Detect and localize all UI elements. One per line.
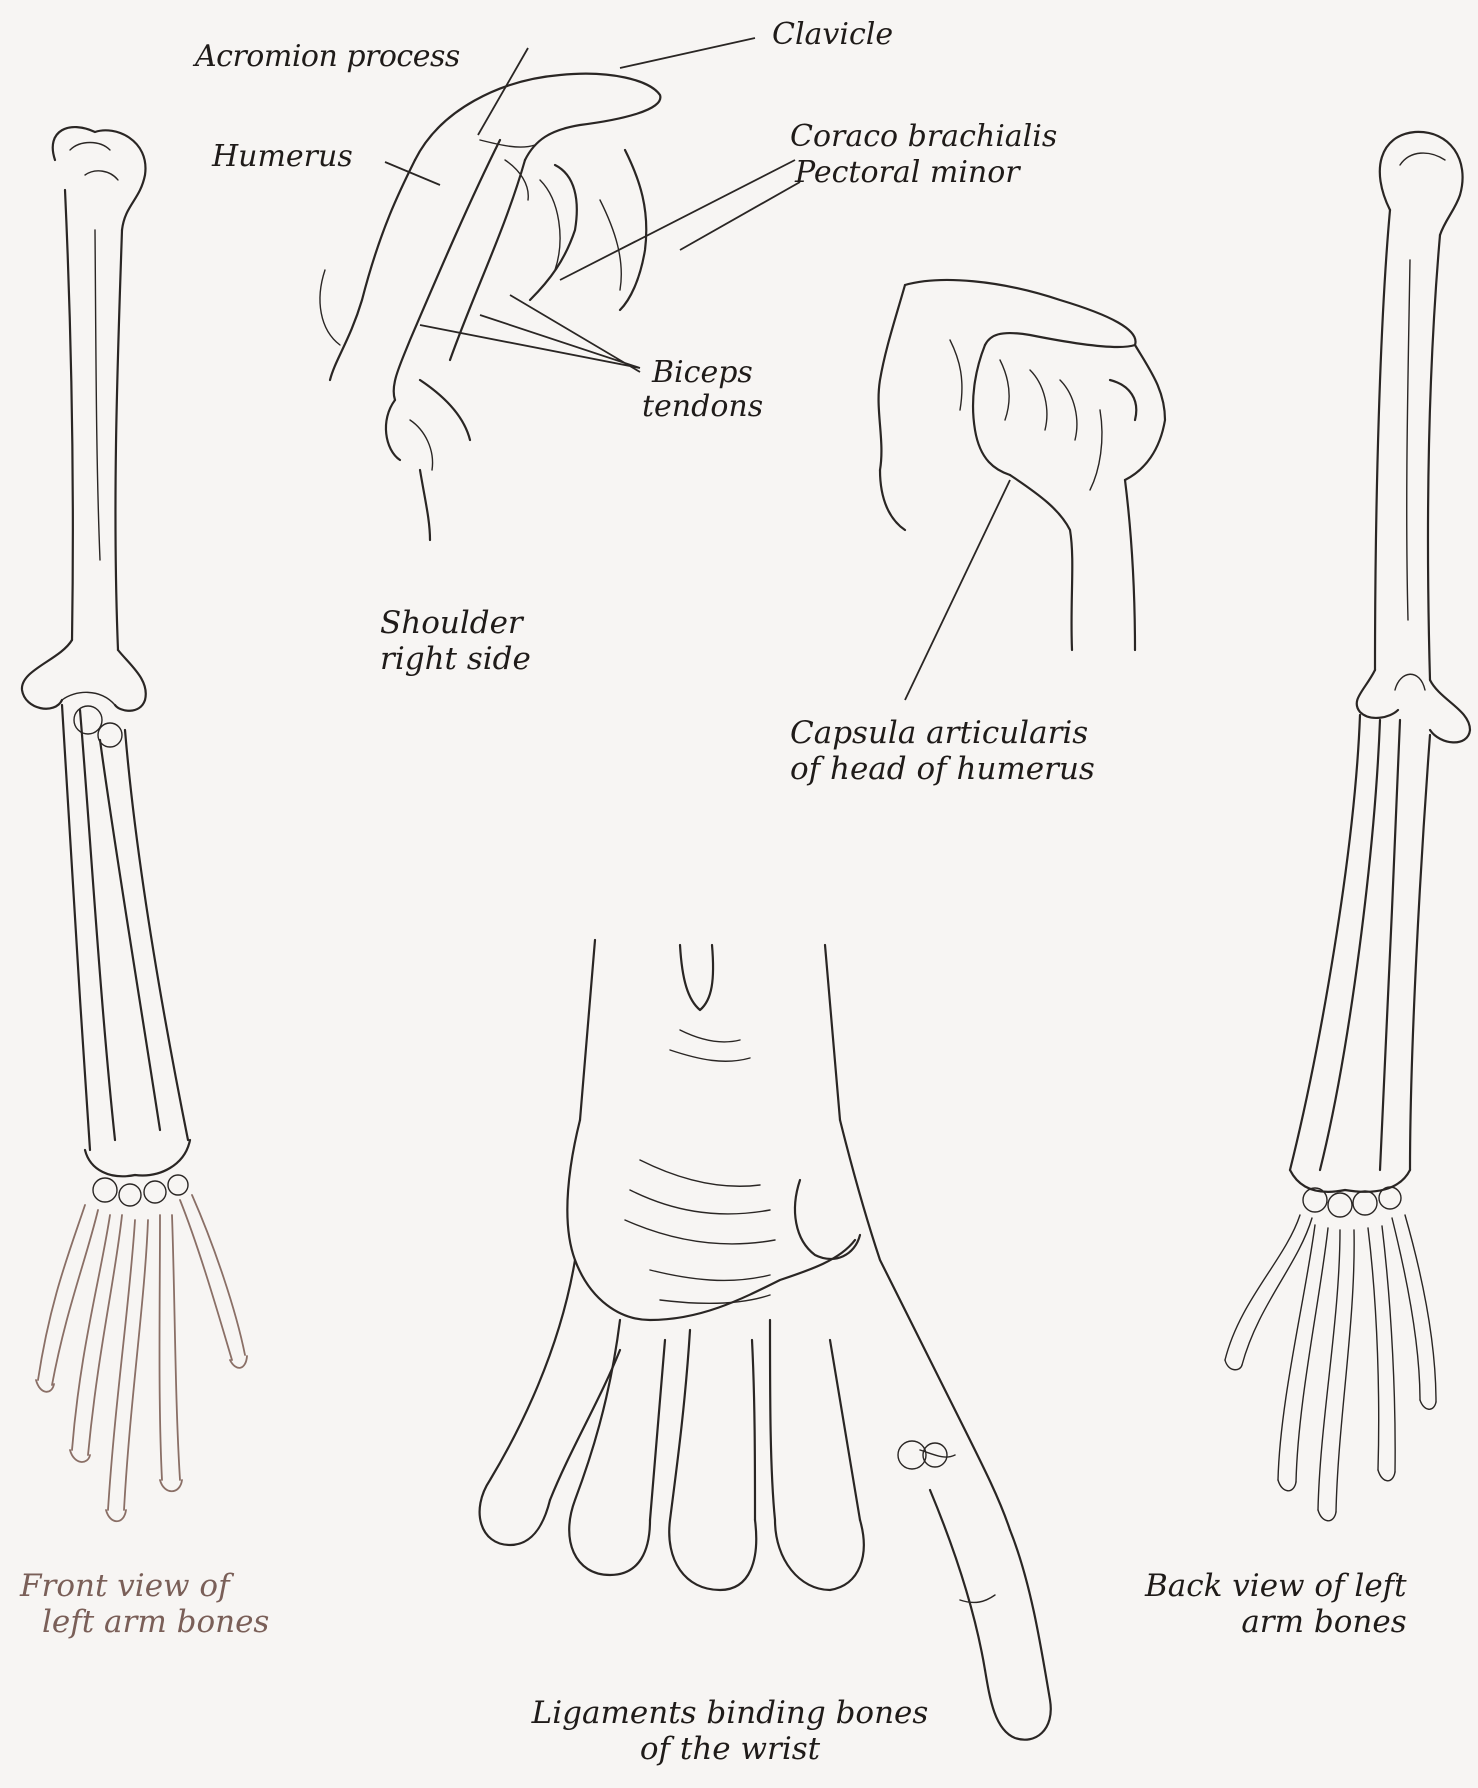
- pectoral-minor-label: Pectoral minor: [795, 156, 1020, 190]
- acromion-process-label: Acromion process: [195, 40, 460, 74]
- wrist-caption-line2: of the wrist: [460, 1731, 1000, 1767]
- capsula-articularis-drawing: [879, 280, 1165, 650]
- coraco-brachialis-label: Coraco brachialis: [790, 120, 1057, 154]
- capsule-caption-line1: Capsula articularis: [790, 715, 1095, 751]
- back-view-arm-bones-drawing: [1225, 132, 1470, 1521]
- tendons-label: tendons: [642, 390, 763, 424]
- capsule-caption: Capsula articularis of head of humerus: [790, 715, 1095, 787]
- back-view-caption-line1: Back view of left: [1145, 1568, 1407, 1604]
- clavicle-label: Clavicle: [772, 18, 893, 52]
- back-view-caption: Back view of left arm bones: [1145, 1568, 1407, 1640]
- biceps-label: Biceps: [652, 356, 753, 390]
- front-view-arm-bones-drawing: [22, 127, 247, 1521]
- back-view-caption-line2: arm bones: [1145, 1604, 1407, 1640]
- wrist-ligaments-drawing: [480, 940, 1051, 1740]
- capsule-caption-line2: of head of humerus: [790, 751, 1095, 787]
- front-view-caption: Front view of left arm bones: [20, 1568, 269, 1640]
- shoulder-caption-line1: Shoulder: [380, 605, 531, 641]
- humerus-label: Humerus: [212, 140, 353, 174]
- front-view-caption-line2: left arm bones: [20, 1604, 269, 1640]
- wrist-caption-line1: Ligaments binding bones: [460, 1695, 1000, 1731]
- shoulder-right-side-drawing: [320, 74, 660, 540]
- front-view-caption-line1: Front view of: [20, 1568, 269, 1604]
- wrist-caption: Ligaments binding bones of the wrist: [460, 1695, 1000, 1767]
- shoulder-caption-line2: right side: [380, 641, 531, 677]
- shoulder-caption: Shoulder right side: [380, 605, 531, 677]
